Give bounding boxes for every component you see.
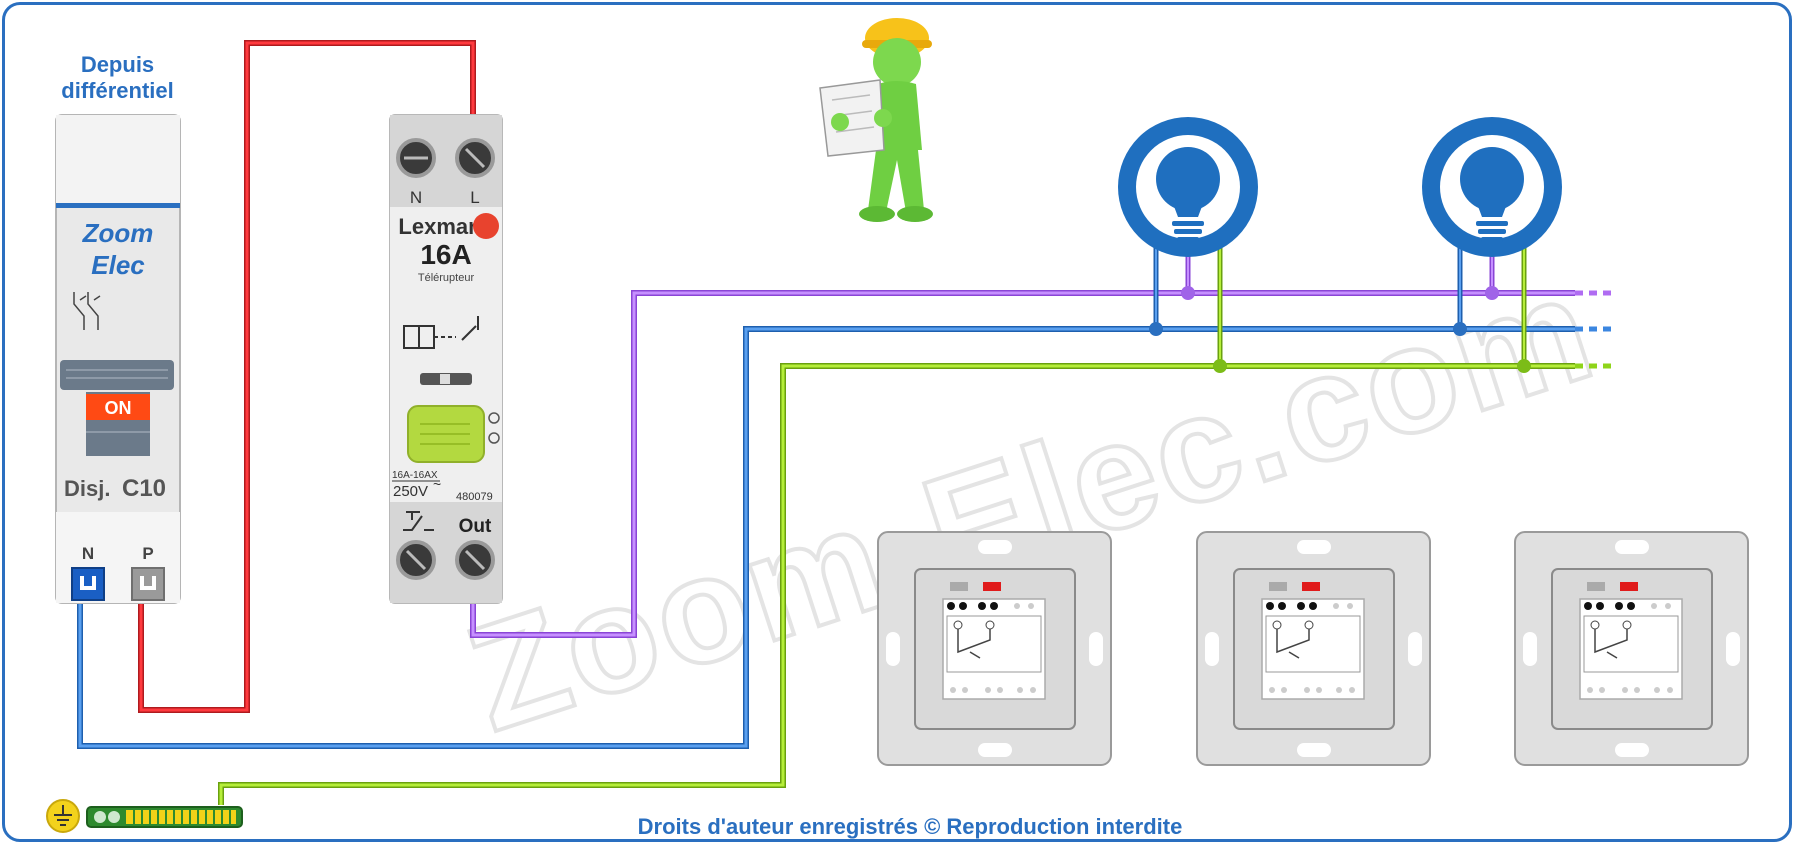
wall-push-button[interactable] [1196,531,1431,766]
lamp-icon [1118,117,1258,257]
source-label: Depuis différentiel [61,52,174,103]
circuit-breaker: Zoom Elec ON Disj. C10 N P [55,114,181,604]
lamp-2-drops [1453,245,1531,373]
remote-switch-relay: N L Lexman 16A Télérupteur [389,114,503,604]
breaker-rating: C10 [122,475,166,502]
breaker-type-prefix: Disj. [64,476,110,501]
lamp-icon [1422,117,1562,257]
copyright-notice: Droits d'auteur enregistrés © Reproducti… [637,814,1183,839]
relay-symbol-icon [403,316,479,349]
relay-device-type: Télérupteur [418,272,475,284]
earth-icon [46,799,80,833]
relay-current: 16A [420,239,471,270]
earth-terminal-bar [86,806,243,828]
relay-brand: Lexman [398,214,481,239]
relay-voltage: 250V [393,483,428,500]
relay-spec-rating: 16A-16AX [392,470,438,481]
breaker-brand-line2: Elec [91,250,145,280]
relay-terminal-n: N [410,188,422,207]
wall-push-button[interactable] [877,531,1112,766]
breaker-terminal-p: P [142,544,153,563]
relay-control-symbol-icon [403,511,434,531]
breaker-symbol-icon [73,292,101,330]
wall-push-button[interactable] [1514,531,1749,766]
breaker-state-label: ON [105,398,132,418]
relay-terminal-l: L [470,188,479,207]
push-button-icon [488,412,500,444]
relay-terminal-out: Out [459,516,492,537]
relay-reference: 480079 [456,491,493,503]
relay-voltage-symbol: ~ [433,476,441,492]
breaker-terminal-n: N [82,544,94,563]
breaker-brand-line1: Zoom [82,218,154,248]
worker-figure [819,18,933,222]
